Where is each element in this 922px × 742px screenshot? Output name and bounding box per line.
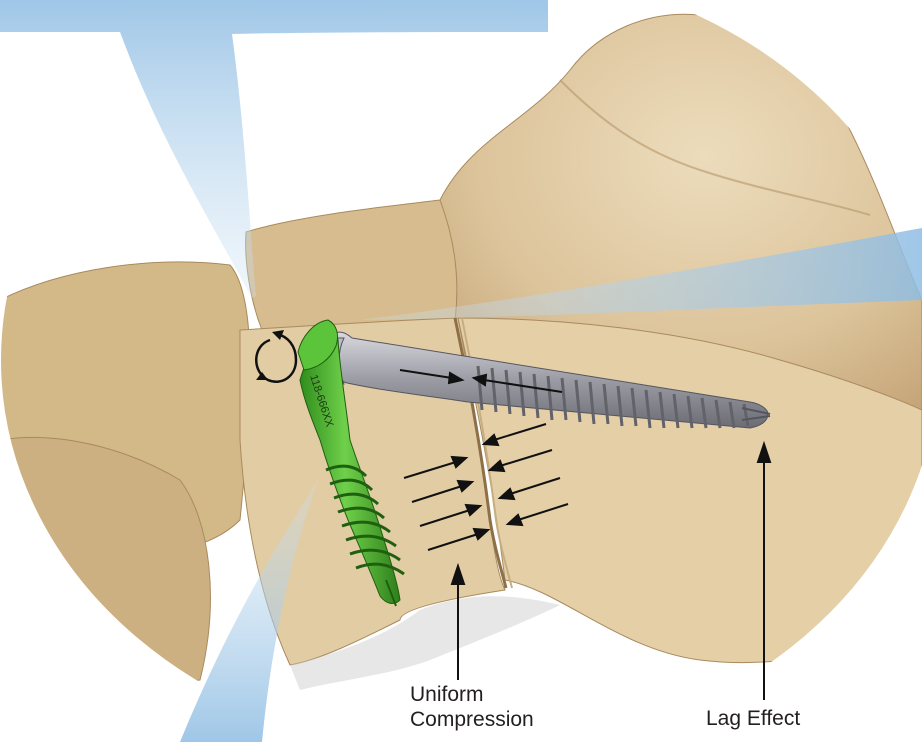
uniform-compression-label-line1: Uniform: [410, 682, 534, 707]
uniform-compression-label-line2: Compression: [410, 707, 534, 732]
lag-effect-label: Lag Effect: [706, 706, 800, 731]
phalanx-block: [246, 200, 458, 330]
uniform-compression-label: Uniform Compression: [410, 682, 534, 732]
